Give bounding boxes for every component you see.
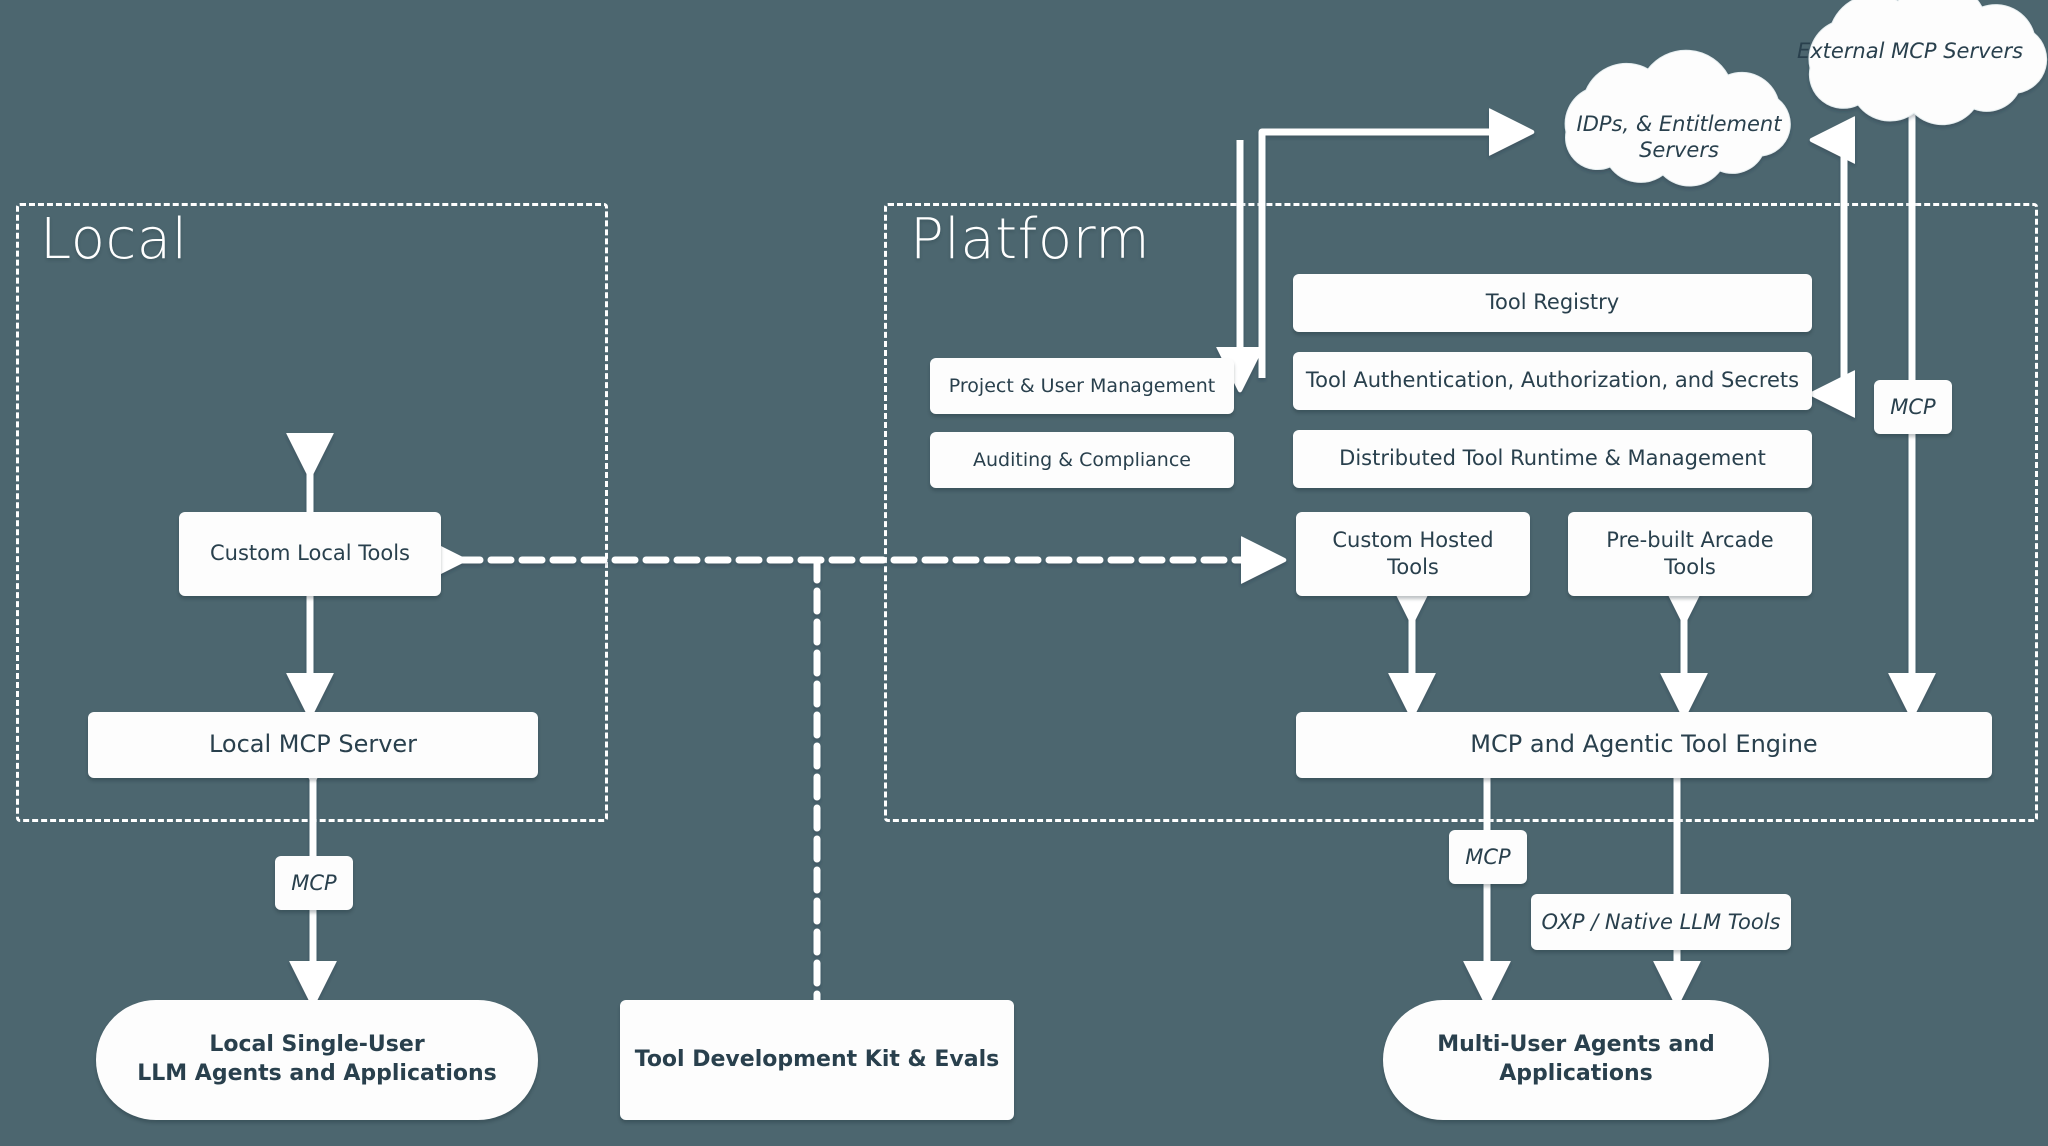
node-project-user-management[interactable]: Project & User Management — [930, 358, 1234, 414]
node-local-llm-agents-line1: Local Single-User — [209, 1032, 425, 1058]
node-multi-user-agents-line2: Applications — [1499, 1061, 1653, 1086]
chip-oxp-native-llm-tools: OXP / Native LLM Tools — [1531, 894, 1791, 950]
cloud-idps-label: IDPs, & Entitlement Servers — [1576, 111, 1782, 162]
zone-platform — [884, 203, 2038, 822]
cloud-external-mcp-servers — [1808, 0, 2048, 126]
zone-platform-title: Platform — [910, 207, 1151, 272]
chip-mcp-local: MCP — [275, 856, 353, 910]
node-local-llm-agents-line2: LLM Agents and Applications — [137, 1061, 497, 1086]
zone-local-title: Local — [40, 207, 188, 272]
node-tool-registry[interactable]: Tool Registry — [1293, 274, 1812, 332]
node-distributed-tool-runtime[interactable]: Distributed Tool Runtime & Management — [1293, 430, 1812, 488]
node-multi-user-agents[interactable]: Multi-User Agents and Applications — [1383, 1000, 1769, 1120]
cloud-external-mcp-servers-label: External MCP Servers — [1796, 38, 2024, 63]
chip-mcp-platform-right: MCP — [1874, 380, 1952, 434]
node-mcp-agentic-tool-engine[interactable]: MCP and Agentic Tool Engine — [1296, 712, 1992, 778]
node-local-llm-agents[interactable]: Local Single-User LLM Agents and Applica… — [96, 1000, 538, 1120]
node-prebuilt-arcade-tools[interactable]: Pre-built Arcade Tools — [1568, 512, 1812, 596]
node-multi-user-agents-line1: Multi-User Agents and — [1437, 1032, 1715, 1058]
node-auditing-compliance[interactable]: Auditing & Compliance — [930, 432, 1234, 488]
node-tool-authentication[interactable]: Tool Authentication, Authorization, and … — [1293, 352, 1812, 410]
cloud-idps-entitlement-servers — [1564, 49, 1791, 187]
chip-mcp-platform-bottom: MCP — [1449, 830, 1527, 884]
node-tool-development-kit[interactable]: Tool Development Kit & Evals — [620, 1000, 1014, 1120]
